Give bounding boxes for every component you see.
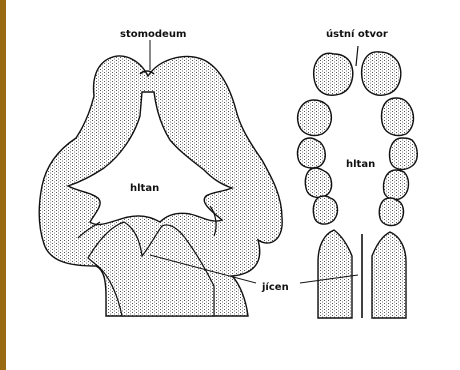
right-lobe: [362, 52, 401, 95]
label-stomodeum: stomodeum: [120, 29, 186, 40]
right-lobe: [314, 53, 353, 95]
right-lobe: [384, 170, 409, 199]
right-lower-body: [318, 230, 352, 318]
right-mouth-notch: [356, 46, 358, 66]
right-lobe: [313, 196, 337, 224]
right-lobe: [390, 138, 418, 169]
right-embryo: [298, 52, 418, 318]
label-jicen: jícen: [261, 281, 289, 293]
right-lobe: [298, 138, 326, 168]
label-ustni-otvor: ústní otvor: [326, 28, 388, 40]
right-lobe: [379, 198, 403, 225]
right-lower-body: [372, 232, 406, 318]
label-hltan-left: hltan: [130, 183, 159, 194]
label-hltan-right: hltan: [346, 159, 375, 170]
right-lobe: [382, 98, 414, 136]
right-lobe: [305, 168, 331, 197]
right-lobe: [298, 100, 332, 136]
